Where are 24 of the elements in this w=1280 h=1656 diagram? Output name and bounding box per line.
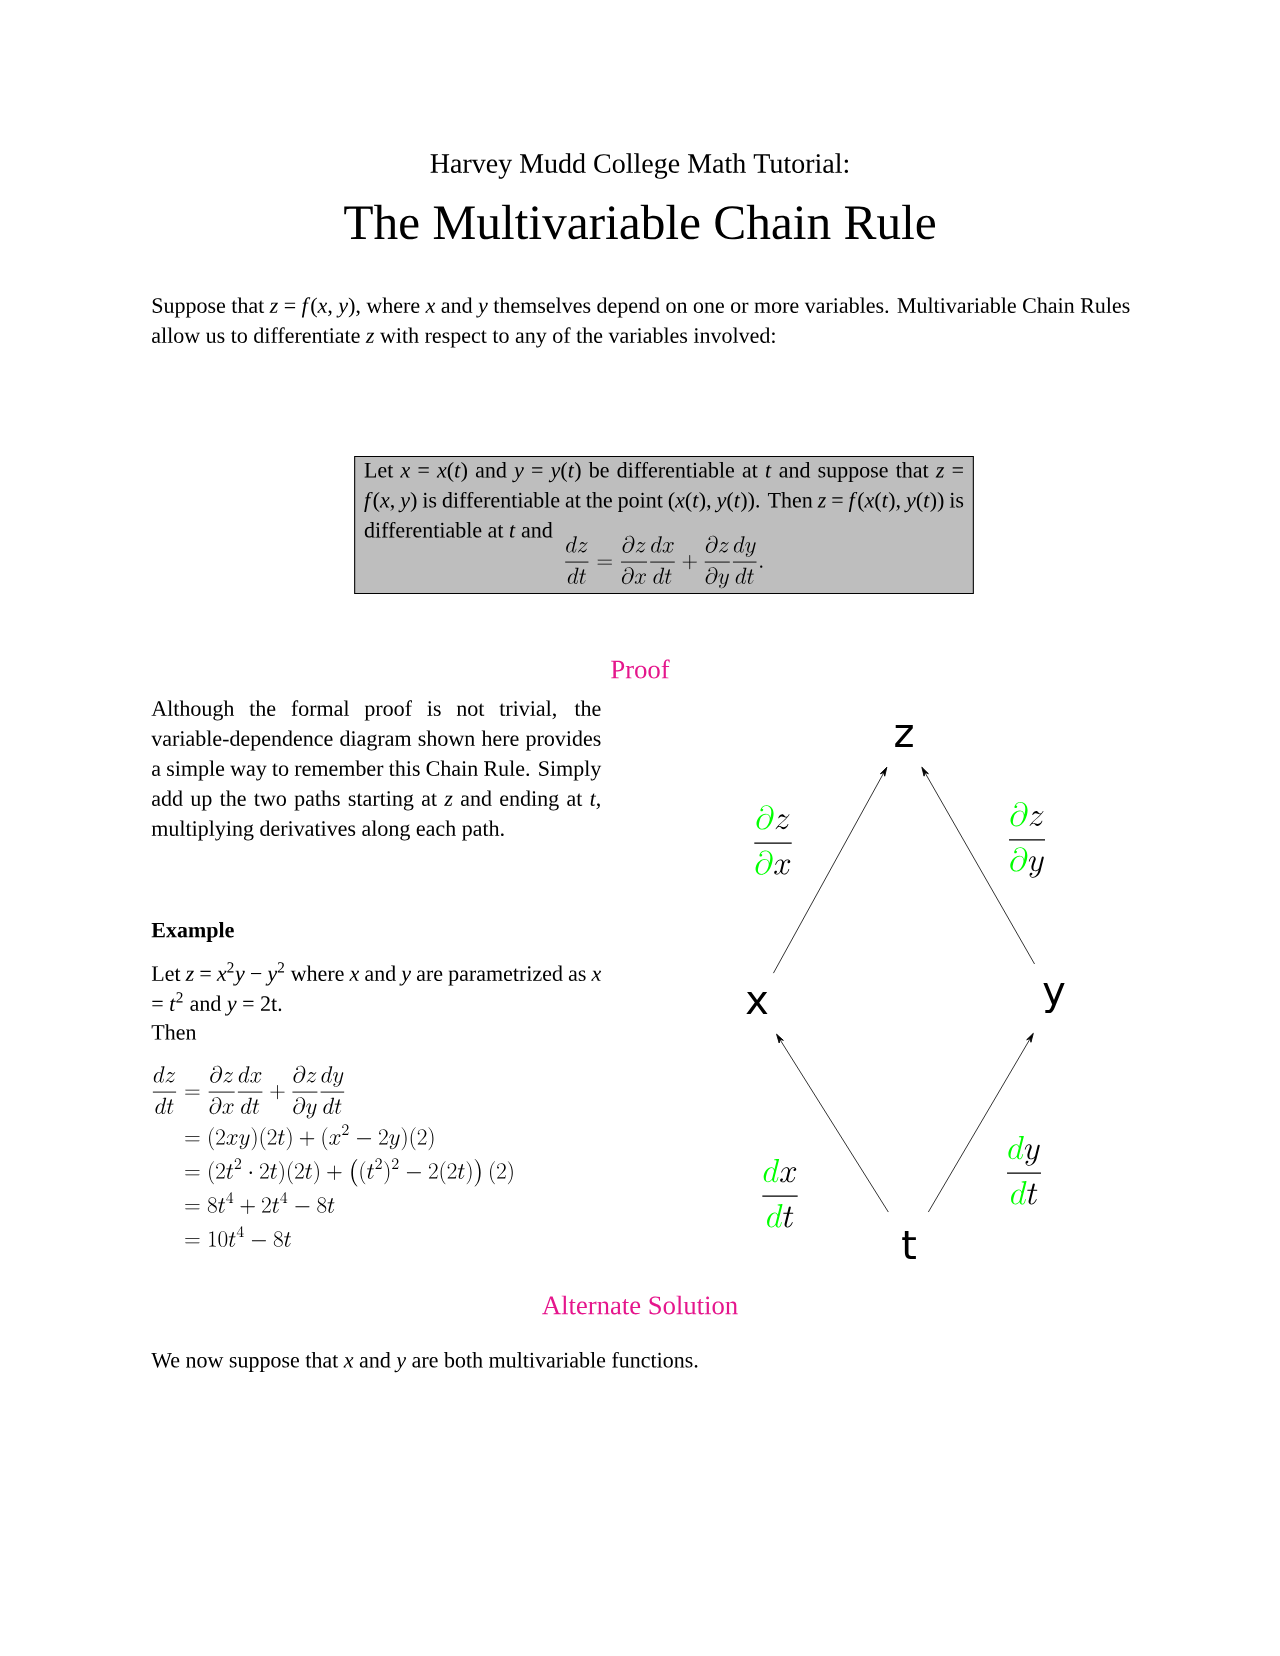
arrow bbox=[773, 766, 888, 974]
variable-label: z bbox=[895, 725, 913, 747]
edge-label: $\frac{{\color{green}\partial} z}{{\color{green}\partial} y}$ bbox=[1006, 801, 1048, 879]
edge-label: $\frac{{\color{green}d} y}{{\color{green}d} t}$ bbox=[1004, 1134, 1044, 1206]
paragraph: We now suppose that x and y are both multivariable functions. bbox=[151, 1351, 698, 1373]
section-link: Proof bbox=[611, 659, 670, 679]
paragraph: Then bbox=[151, 1024, 197, 1040]
arrow bbox=[776, 1033, 889, 1213]
paragraph: Let z = x$^{2}$y − y$^{2}$ where x and y are parametrized as x = t$^{2}$ and y = 2t. bbox=[151, 962, 602, 1016]
section-heading: Example bbox=[151, 922, 234, 942]
arrow bbox=[921, 766, 1035, 965]
arrow bbox=[927, 1032, 1034, 1213]
edge-label: $\frac{{\color{green}\partial} z}{{\color{green}\partial} x}$ bbox=[751, 804, 795, 876]
theorem-box: Let x = x(t) and y = y(t) be differentiable at t and suppose that z = f(x, y) is differentiable at the point (x(t), y(t)). Then z = f(x(t), y(t)) is differentiable at t and $\frac{dz}{dt} = \frac{\partial z}{\partial x}\frac{dx}{dt} + \frac{\partial z}{\partial y}\frac{dy}{dt}.$ bbox=[354, 456, 974, 594]
edge-label: $\frac{{\color{green}d} x}{{\color{green}d} t}$ bbox=[759, 1157, 801, 1229]
title: The Multivariable Chain Rule bbox=[344, 204, 935, 240]
variable-label: y bbox=[1043, 982, 1065, 1014]
variable-label: t bbox=[902, 1230, 916, 1260]
section-link: Alternate Solution bbox=[542, 1295, 738, 1315]
paragraph: Suppose that z = f(x, y), where x and y themselves depend on one or more variables. Multivariable Chain Rules allow us to differentiate z with respect to any of the variables involved: bbox=[152, 297, 1130, 348]
subtitle: Harvey Mudd College Math Tutorial: bbox=[430, 153, 848, 179]
equation: $\begin{aligned}\frac{dz}{dt} &= \frac{\partial z}{\partial x}\frac{dx}{dt}+\frac{\partial z}{\partial y}\frac{dy}{dt}\\ &= (2xy)(2t)+(x^2-2y)(2)\\ &= (2t^2\cdot 2t)(2t)+\big((t^2)^2-2(2t)\big)\,(2)\\ &= 8t^4+2t^4-8t\\ &= 10t^4-8t\end{aligned}$ bbox=[152, 1065, 513, 1247]
paragraph: Although the formal proof is not trivial, the variable-dependence diagram shown here provides a simple way to remember this Chain Rule. Simply add up the two paths starting at z and ending at t, multiplying derivatives along each path. bbox=[151, 700, 602, 841]
variable-label: x bbox=[746, 992, 768, 1014]
